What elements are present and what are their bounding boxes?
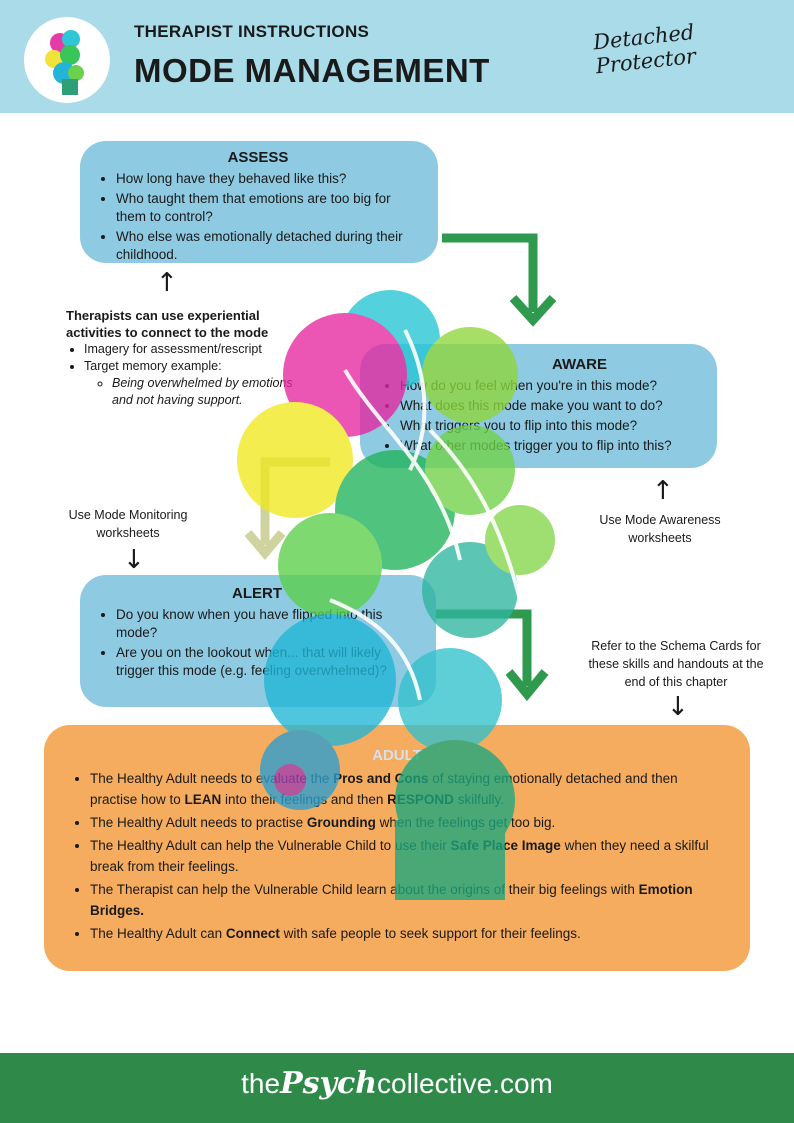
- brand-wordmark[interactable]: thePsychcollective.com: [0, 1066, 794, 1101]
- adult-item-text: The Therapist can help the Vulnerable Ch…: [90, 882, 639, 897]
- alert-list: Do you know when you have flipped into t…: [92, 606, 422, 680]
- adult-item: The Healthy Adult needs to evaluate the …: [90, 768, 726, 810]
- adult-item-keyword: LEAN: [184, 792, 222, 807]
- arrow-head-aware-adult: [505, 669, 549, 702]
- adult-item-keyword: Connect: [225, 926, 280, 941]
- experiential-item: Target memory example: Being overwhelmed…: [84, 358, 296, 409]
- adult-box: ADULT The Healthy Adult needs to evaluat…: [44, 725, 750, 971]
- assess-list: How long have they behaved like this? Wh…: [92, 170, 424, 264]
- header-kicker: THERAPIST INSTRUCTIONS: [134, 22, 370, 41]
- aware-item: What triggers you to flip into this mode…: [400, 417, 703, 435]
- assess-item: Who else was emotionally detached during…: [116, 228, 424, 264]
- arrow-down-icon: ↓: [123, 545, 145, 575]
- adult-item-text: when they need a skilful break from thei…: [90, 838, 709, 874]
- experiential-lead: Therapists can use experiential activiti…: [66, 308, 269, 340]
- brand-the: the: [241, 1068, 281, 1099]
- assess-box: ASSESS How long have they behaved like t…: [80, 141, 438, 263]
- aware-item: What other modes trigger you to flip int…: [400, 437, 703, 455]
- experiential-note: Therapists can use experiential activiti…: [66, 307, 296, 409]
- adult-item-text: when the feelings get too big.: [375, 815, 556, 830]
- adult-item: The Healthy Adult can Connect with safe …: [90, 923, 726, 944]
- adult-list: The Healthy Adult needs to evaluate the …: [68, 768, 726, 944]
- adult-item-text: The Healthy Adult can help the Vulnerabl…: [90, 838, 451, 853]
- experiential-item: Imagery for assessment/rescript: [84, 341, 296, 358]
- footer-band: thePsychcollective.com: [0, 1053, 794, 1123]
- adult-item: The Therapist can help the Vulnerable Ch…: [90, 879, 726, 921]
- mode-monitoring-note: Use Mode Monitoring worksheets: [68, 508, 188, 540]
- adult-item-text: The Healthy Adult needs to practise: [90, 815, 307, 830]
- arrow-up-icon: ↑: [156, 268, 178, 298]
- assess-heading: ASSESS: [227, 149, 289, 166]
- mode-awareness-note: Use Mode Awareness worksheets: [599, 513, 721, 545]
- alert-heading: ALERT: [232, 585, 282, 602]
- arrow-up-icon: ↑: [652, 476, 674, 506]
- adult-item-text: with safe people to seek support for the…: [279, 926, 581, 941]
- adult-heading: ADULT: [372, 747, 422, 764]
- adult-item-text: The Healthy Adult can: [90, 926, 226, 941]
- brand-psych: Psych: [280, 1066, 378, 1101]
- arrow-down-icon: ↓: [667, 692, 689, 722]
- arrow-assess-to-aware: [442, 233, 538, 312]
- alert-box: ALERT Do you know when you have flipped …: [80, 575, 436, 707]
- adult-item-keyword: RESPOND: [387, 792, 454, 807]
- adult-item-keyword: Emotion Bridges.: [90, 882, 693, 918]
- logo: [24, 17, 110, 103]
- alert-item: Do you know when you have flipped into t…: [116, 606, 422, 642]
- experiential-subitem: Being overwhelmed by emotions and not ha…: [112, 375, 296, 409]
- alert-item: Are you on the lookout when... that will…: [116, 644, 422, 680]
- adult-item-keyword: Pros and Cons: [333, 771, 429, 786]
- arrow-head-alert: [244, 530, 286, 560]
- head-silhouette-logo-icon: [45, 30, 84, 95]
- adult-item-keyword: Safe Place Image: [450, 838, 561, 853]
- adult-item-text: skilfully.: [453, 792, 504, 807]
- adult-item-text: The Healthy Adult needs to evaluate the: [90, 771, 334, 786]
- aware-box: AWARE How do you feel when you're in thi…: [360, 344, 717, 468]
- brand-collective: collective.com: [377, 1068, 553, 1099]
- aware-list: How do you feel when you're in this mode…: [376, 377, 703, 455]
- schema-cards-note: Refer to the Schema Cards for these skil…: [588, 639, 764, 689]
- arrow-to-alert: [260, 457, 330, 545]
- experiential-list: Imagery for assessment/rescript Target m…: [66, 341, 296, 409]
- adult-item-keyword: Grounding: [306, 815, 376, 830]
- experiential-sublist: Being overwhelmed by emotions and not ha…: [84, 375, 296, 409]
- page-title: MODE MANAGEMENT: [134, 52, 490, 89]
- header-band: THERAPIST INSTRUCTIONS MODE MANAGEMENT D…: [0, 0, 794, 113]
- arrow-head-assess-aware: [509, 294, 557, 327]
- adult-item: The Healthy Adult needs to practise Grou…: [90, 812, 726, 833]
- assess-item: Who taught them that emotions are too bi…: [116, 190, 424, 226]
- aware-item: How do you feel when you're in this mode…: [400, 377, 703, 395]
- adult-item-text: into their feelings and then: [221, 792, 388, 807]
- assess-item: How long have they behaved like this?: [116, 170, 424, 188]
- adult-item: The Healthy Adult can help the Vulnerabl…: [90, 835, 726, 877]
- aware-heading: AWARE: [551, 356, 607, 373]
- aware-item: What does this mode make you want to do?: [400, 397, 703, 415]
- experiential-item-label: Target memory example:: [84, 359, 222, 373]
